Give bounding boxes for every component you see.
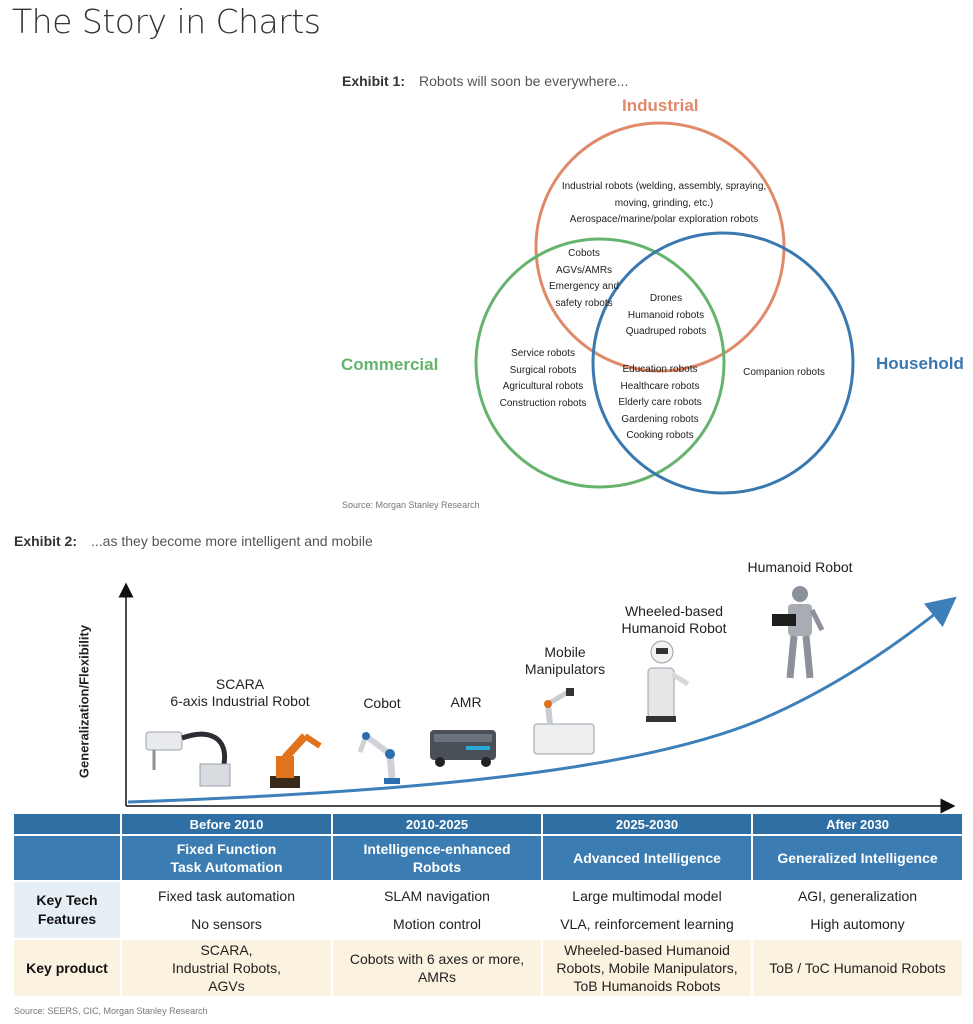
exhibit2-header: Exhibit 2: ...as they become more intelli… xyxy=(14,533,373,549)
feature-cell: Large multimodal model xyxy=(543,882,751,910)
period-cell: 2025-2030 xyxy=(543,814,751,834)
y-axis-label: Generalization/Flexibility xyxy=(76,624,92,779)
product-row: Key product SCARA,Industrial Robots,AGVs… xyxy=(14,940,962,996)
exhibit2-title: ...as they become more intelligent and m… xyxy=(91,533,373,549)
wheeled-humanoid-icon xyxy=(646,640,690,722)
feature-cell: High automony xyxy=(753,910,962,938)
product-cell: Cobots with 6 axes or more,AMRs xyxy=(333,940,541,996)
circle-commercial xyxy=(474,237,726,489)
period-row: Before 2010 2010-2025 2025-2030 After 20… xyxy=(14,814,962,834)
blank-header-cell xyxy=(14,814,120,834)
stage-name-cell: Advanced Intelligence xyxy=(543,836,751,880)
venn-diagram xyxy=(474,121,855,495)
growth-chart xyxy=(118,582,957,814)
exhibit1-title: Robots will soon be everywhere... xyxy=(419,73,629,89)
stage-label-amr: AMR xyxy=(450,694,482,710)
humanoid-robot-icon xyxy=(772,586,825,679)
industrial-robot-icon xyxy=(270,733,322,788)
label-household: Household xyxy=(876,354,964,373)
blank-stage-cell xyxy=(14,836,120,880)
feature-cell: No sensors xyxy=(122,910,331,938)
period-cell: 2010-2025 xyxy=(333,814,541,834)
region-household-only: Companion robots xyxy=(743,367,825,378)
circle-household xyxy=(591,231,855,495)
scara-robot-icon xyxy=(145,731,231,787)
feature-cell: SLAM navigation xyxy=(333,882,541,910)
feature-cell: Motion control xyxy=(333,910,541,938)
region-industrial-only: Industrial robots (welding, assembly, sp… xyxy=(561,181,767,225)
exhibit2-source: Source: SEERS, CIC, Morgan Stanley Resea… xyxy=(14,1006,208,1016)
label-commercial: Commercial xyxy=(341,355,439,374)
period-cell: After 2030 xyxy=(753,814,962,834)
mobile-manipulator-icon xyxy=(533,688,595,755)
exhibit2-label: Exhibit 2: xyxy=(14,533,78,549)
region-industrial-commercial: Cobots AGVs/AMRs Emergency and safety ro… xyxy=(548,248,620,309)
page-title: The Story in Charts xyxy=(12,2,321,41)
feature-cell: AGI, generalization xyxy=(753,882,962,910)
exhibit1-header: Exhibit 1: Robots will soon be everywhere… xyxy=(342,73,628,89)
feature-cell: VLA, reinforcement learning xyxy=(543,910,751,938)
region-commercial-household: Education robots Healthcare robots Elder… xyxy=(618,364,702,441)
product-cell: SCARA,Industrial Robots,AGVs xyxy=(122,940,331,996)
region-commercial-only: Service robots Surgical robots Agricultu… xyxy=(499,348,587,409)
region-all-three: Drones Humanoid robots Quadruped robots xyxy=(625,293,707,337)
label-industrial: Industrial xyxy=(622,96,699,115)
exhibit1-label: Exhibit 1: xyxy=(342,73,406,89)
product-cell: ToB / ToC Humanoid Robots xyxy=(753,940,962,996)
key-product-header: Key product xyxy=(14,940,120,996)
growth-curve xyxy=(127,596,957,804)
stage-label-cobot: Cobot xyxy=(363,695,401,711)
period-cell: Before 2010 xyxy=(122,814,331,834)
exhibit1-source: Source: Morgan Stanley Research xyxy=(342,500,480,510)
stage-name-cell: Generalized Intelligence xyxy=(753,836,962,880)
amr-icon xyxy=(430,730,496,767)
cobot-icon xyxy=(357,732,400,784)
stage-label-humanoid: Humanoid Robot xyxy=(747,559,853,575)
feature-cell: Fixed task automation xyxy=(122,882,331,910)
